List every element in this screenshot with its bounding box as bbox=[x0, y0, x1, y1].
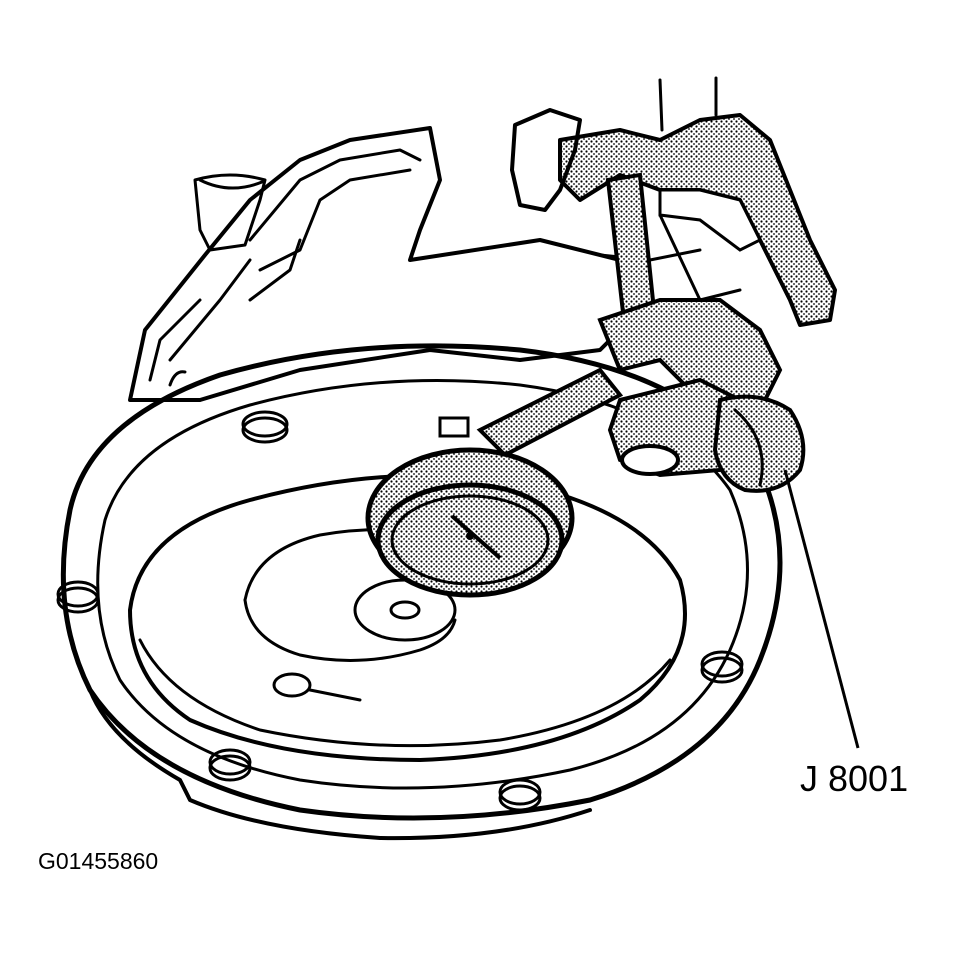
callout-leader-line bbox=[783, 469, 860, 749]
bolt-head bbox=[700, 650, 744, 684]
bolt-head bbox=[498, 778, 542, 812]
gauge-needle bbox=[450, 514, 502, 560]
figure-id: G01455860 bbox=[38, 848, 159, 874]
bolt-head bbox=[56, 580, 100, 614]
bolt-head bbox=[241, 410, 289, 444]
bolt-head bbox=[208, 748, 252, 782]
dial-indicator bbox=[365, 416, 575, 598]
inner-disc bbox=[128, 473, 687, 762]
clamp-bracket bbox=[510, 108, 837, 423]
housing-body bbox=[128, 76, 718, 402]
indicator-arm bbox=[476, 367, 748, 478]
flange-plate bbox=[60, 343, 783, 841]
flange-bolts bbox=[56, 410, 744, 812]
adjuster-knob bbox=[712, 394, 806, 493]
tool-callout-label: J 8001 bbox=[800, 758, 909, 799]
